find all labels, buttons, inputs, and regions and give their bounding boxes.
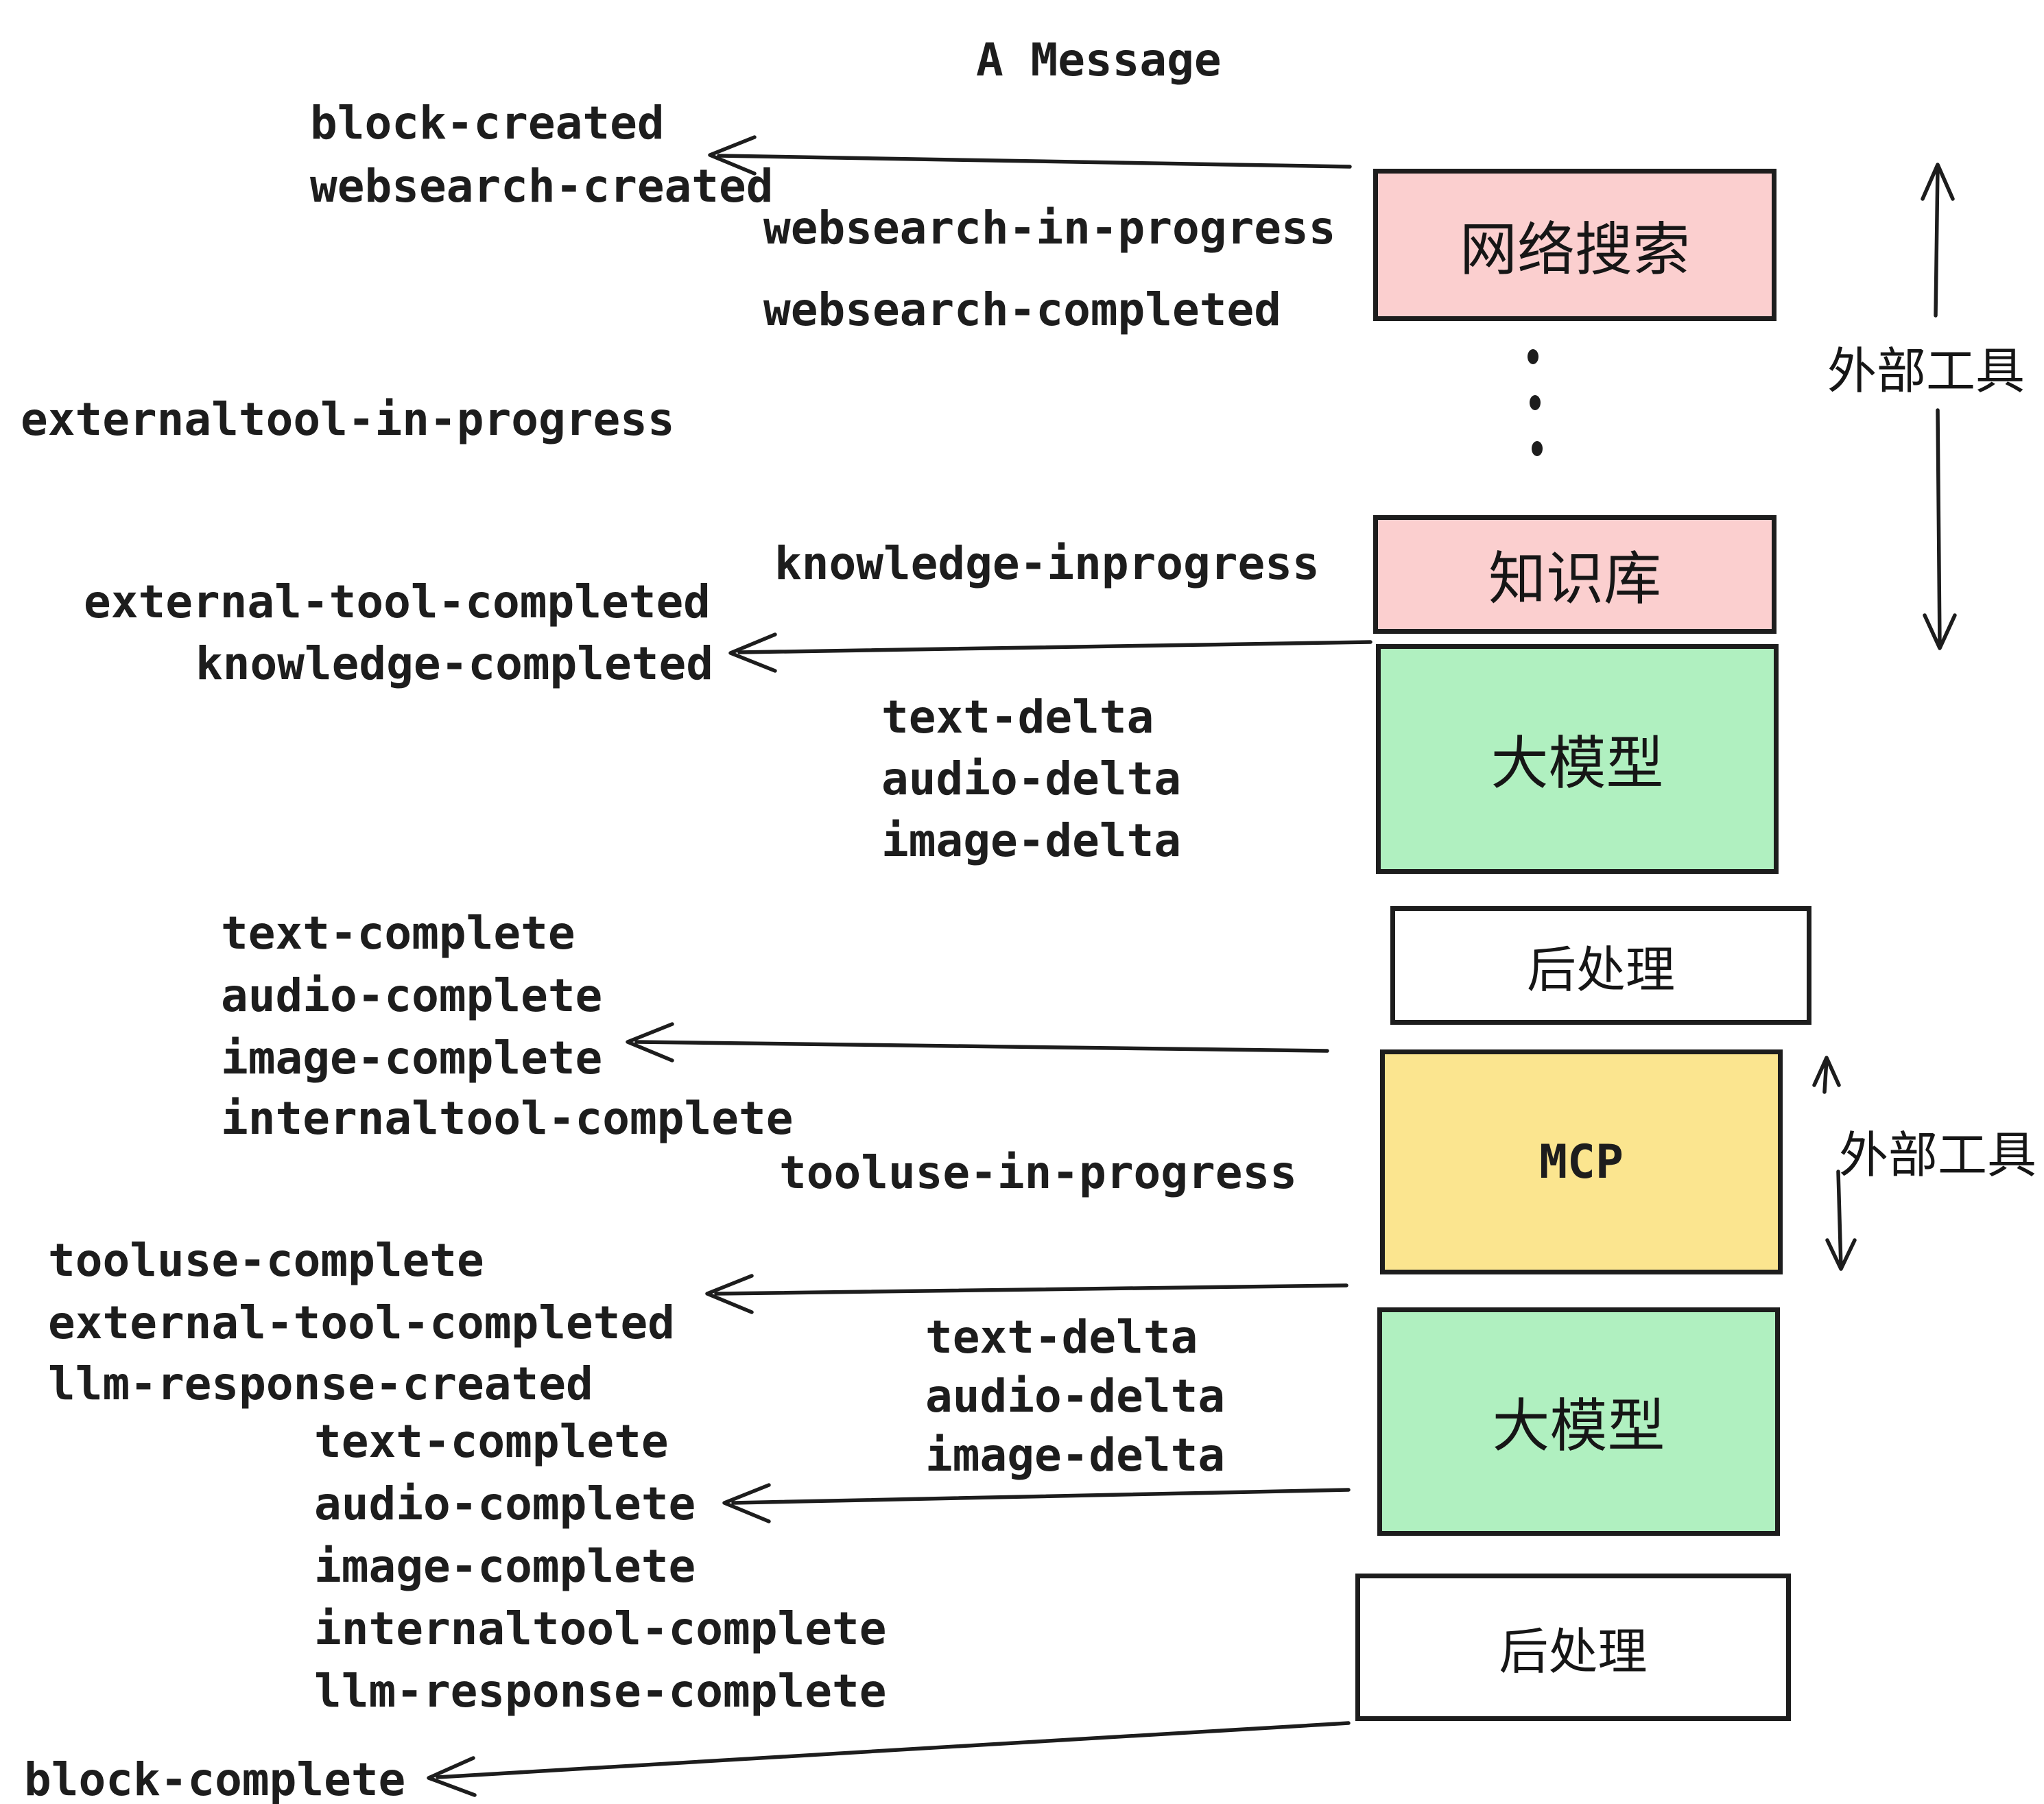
event-label-image-complete: image-complete: [221, 1032, 603, 1084]
box-knowledge-base: 知识库: [1373, 515, 1776, 634]
event-label-text-complete: text-complete: [221, 907, 575, 960]
box-postprocess-2: 后处理: [1355, 1574, 1791, 1721]
event-label-text-complete-2: text-complete: [314, 1415, 669, 1468]
event-label-audio-delta: audio-delta: [881, 752, 1182, 805]
box-llm-1-label: 大模型: [1490, 730, 1664, 797]
box-llm-2-label: 大模型: [1492, 1392, 1665, 1460]
event-label-llm-response-complete: llm-response-complete: [314, 1665, 887, 1718]
arrow-image-complete: [626, 1022, 1329, 1063]
box-postprocess-2-label: 后处理: [1499, 1623, 1648, 1681]
arrow-external-tool-up-2: [1812, 1056, 1841, 1094]
event-label-image-delta-2: image-delta: [925, 1429, 1226, 1482]
event-label-text-delta: text-delta: [881, 691, 1154, 744]
event-label-websearch-created: websearch-created: [310, 160, 774, 213]
event-label-knowledge-completed: knowledge-completed: [195, 637, 713, 690]
box-websearch: 网络搜索: [1373, 169, 1776, 321]
side-label-external-tools-2: 外部工具: [1839, 1126, 2037, 1184]
event-label-externaltool-in-progress: externaltool-in-progress: [21, 393, 675, 446]
arrow-knowledge-completed: [728, 632, 1372, 673]
arrow-external-tool-up-1: [1921, 163, 1955, 318]
box-mcp: MCP: [1380, 1049, 1783, 1274]
event-label-block-complete: block-complete: [24, 1753, 406, 1804]
event-label-block-created: block-created: [310, 97, 665, 150]
side-label-external-tools-1: 外部工具: [1827, 342, 2025, 400]
event-label-tooluse-complete: tooluse-complete: [48, 1234, 484, 1287]
event-label-audio-delta-2: audio-delta: [925, 1370, 1226, 1423]
event-label-websearch-completed: websearch-completed: [763, 283, 1281, 336]
arrow-external-tool-down-1: [1923, 408, 1957, 650]
event-label-audio-complete-2: audio-complete: [314, 1477, 696, 1530]
event-label-external-tool-completed-2: external-tool-completed: [48, 1296, 675, 1349]
event-label-text-delta-2: text-delta: [925, 1311, 1198, 1364]
arrow-audio-complete: [722, 1483, 1351, 1523]
event-label-audio-complete: audio-complete: [221, 969, 603, 1022]
box-llm-2: 大模型: [1377, 1307, 1780, 1536]
event-label-internaltool-complete: internaltool-complete: [221, 1092, 794, 1145]
event-label-knowledge-inprogress: knowledge-inprogress: [774, 537, 1320, 590]
event-label-tooluse-in-progress: tooluse-in-progress: [779, 1146, 1297, 1199]
event-label-image-delta: image-delta: [881, 814, 1182, 867]
event-label-image-complete-2: image-complete: [314, 1540, 696, 1593]
event-label-external-tool-completed: external-tool-completed: [84, 575, 711, 628]
vertical-ellipsis-dots: [1528, 349, 1543, 456]
diagram-title: A Message: [976, 34, 1222, 86]
arrow-block-complete: [427, 1721, 1351, 1797]
event-label-llm-response-created: llm-response-created: [48, 1357, 593, 1410]
event-label-internaltool-complete-2: internaltool-complete: [314, 1602, 887, 1655]
event-label-websearch-in-progress: websearch-in-progress: [763, 202, 1336, 254]
box-postprocess-1-label: 后处理: [1526, 941, 1675, 999]
box-websearch-label: 网络搜索: [1459, 215, 1690, 283]
box-llm-1: 大模型: [1376, 644, 1779, 874]
box-knowledge-base-label: 知识库: [1488, 545, 1661, 613]
box-postprocess-1: 后处理: [1390, 906, 1811, 1025]
arrow-websearch-created: [708, 135, 1352, 176]
box-mcp-label: MCP: [1539, 1135, 1624, 1189]
